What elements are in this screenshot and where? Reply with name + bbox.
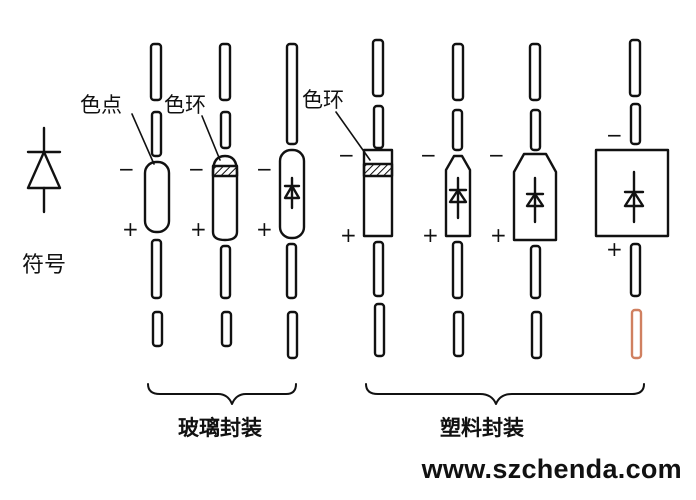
plus-sign-1: +	[122, 217, 139, 241]
plastic-diode-large	[594, 38, 670, 360]
glass-diode-color-ring	[211, 42, 239, 348]
plus-sign-5: +	[422, 223, 439, 247]
color-dot-pointer	[131, 113, 155, 165]
watermark-url: www.szchenda.com	[421, 454, 682, 484]
plus-sign-6: +	[490, 223, 507, 247]
color-dot-label: 色点	[80, 93, 122, 117]
color-ring-pointer-1	[201, 115, 221, 161]
glass-package-brace	[147, 383, 297, 405]
glass-package-label: 玻璃封装	[178, 416, 262, 440]
symbol-label: 符号	[22, 253, 66, 278]
minus-sign-2: −	[188, 157, 205, 181]
color-ring-label-2: 色环	[302, 88, 344, 112]
color-ring-pointer-2	[335, 111, 371, 161]
glass-diode-with-symbol	[278, 42, 306, 360]
plastic-diode-color-ring	[362, 38, 394, 358]
plastic-diode-small	[444, 42, 472, 358]
plastic-package-label: 塑料封装	[440, 416, 524, 440]
minus-sign-6: −	[488, 143, 505, 167]
minus-sign-4: −	[338, 143, 355, 167]
minus-sign-1: −	[118, 157, 135, 181]
plastic-diode-medium	[512, 42, 558, 360]
minus-sign-3: −	[256, 157, 273, 181]
minus-sign-5: −	[420, 143, 437, 167]
plus-sign-2: +	[190, 217, 207, 241]
minus-sign-7: −	[606, 123, 623, 147]
diode-symbol-icon	[26, 126, 62, 214]
plus-sign-7: +	[606, 237, 623, 261]
plus-sign-4: +	[340, 223, 357, 247]
color-ring-label-1: 色环	[164, 93, 206, 117]
glass-diode-color-dot	[143, 42, 171, 348]
plastic-package-brace	[365, 383, 645, 405]
plus-sign-3: +	[256, 217, 273, 241]
